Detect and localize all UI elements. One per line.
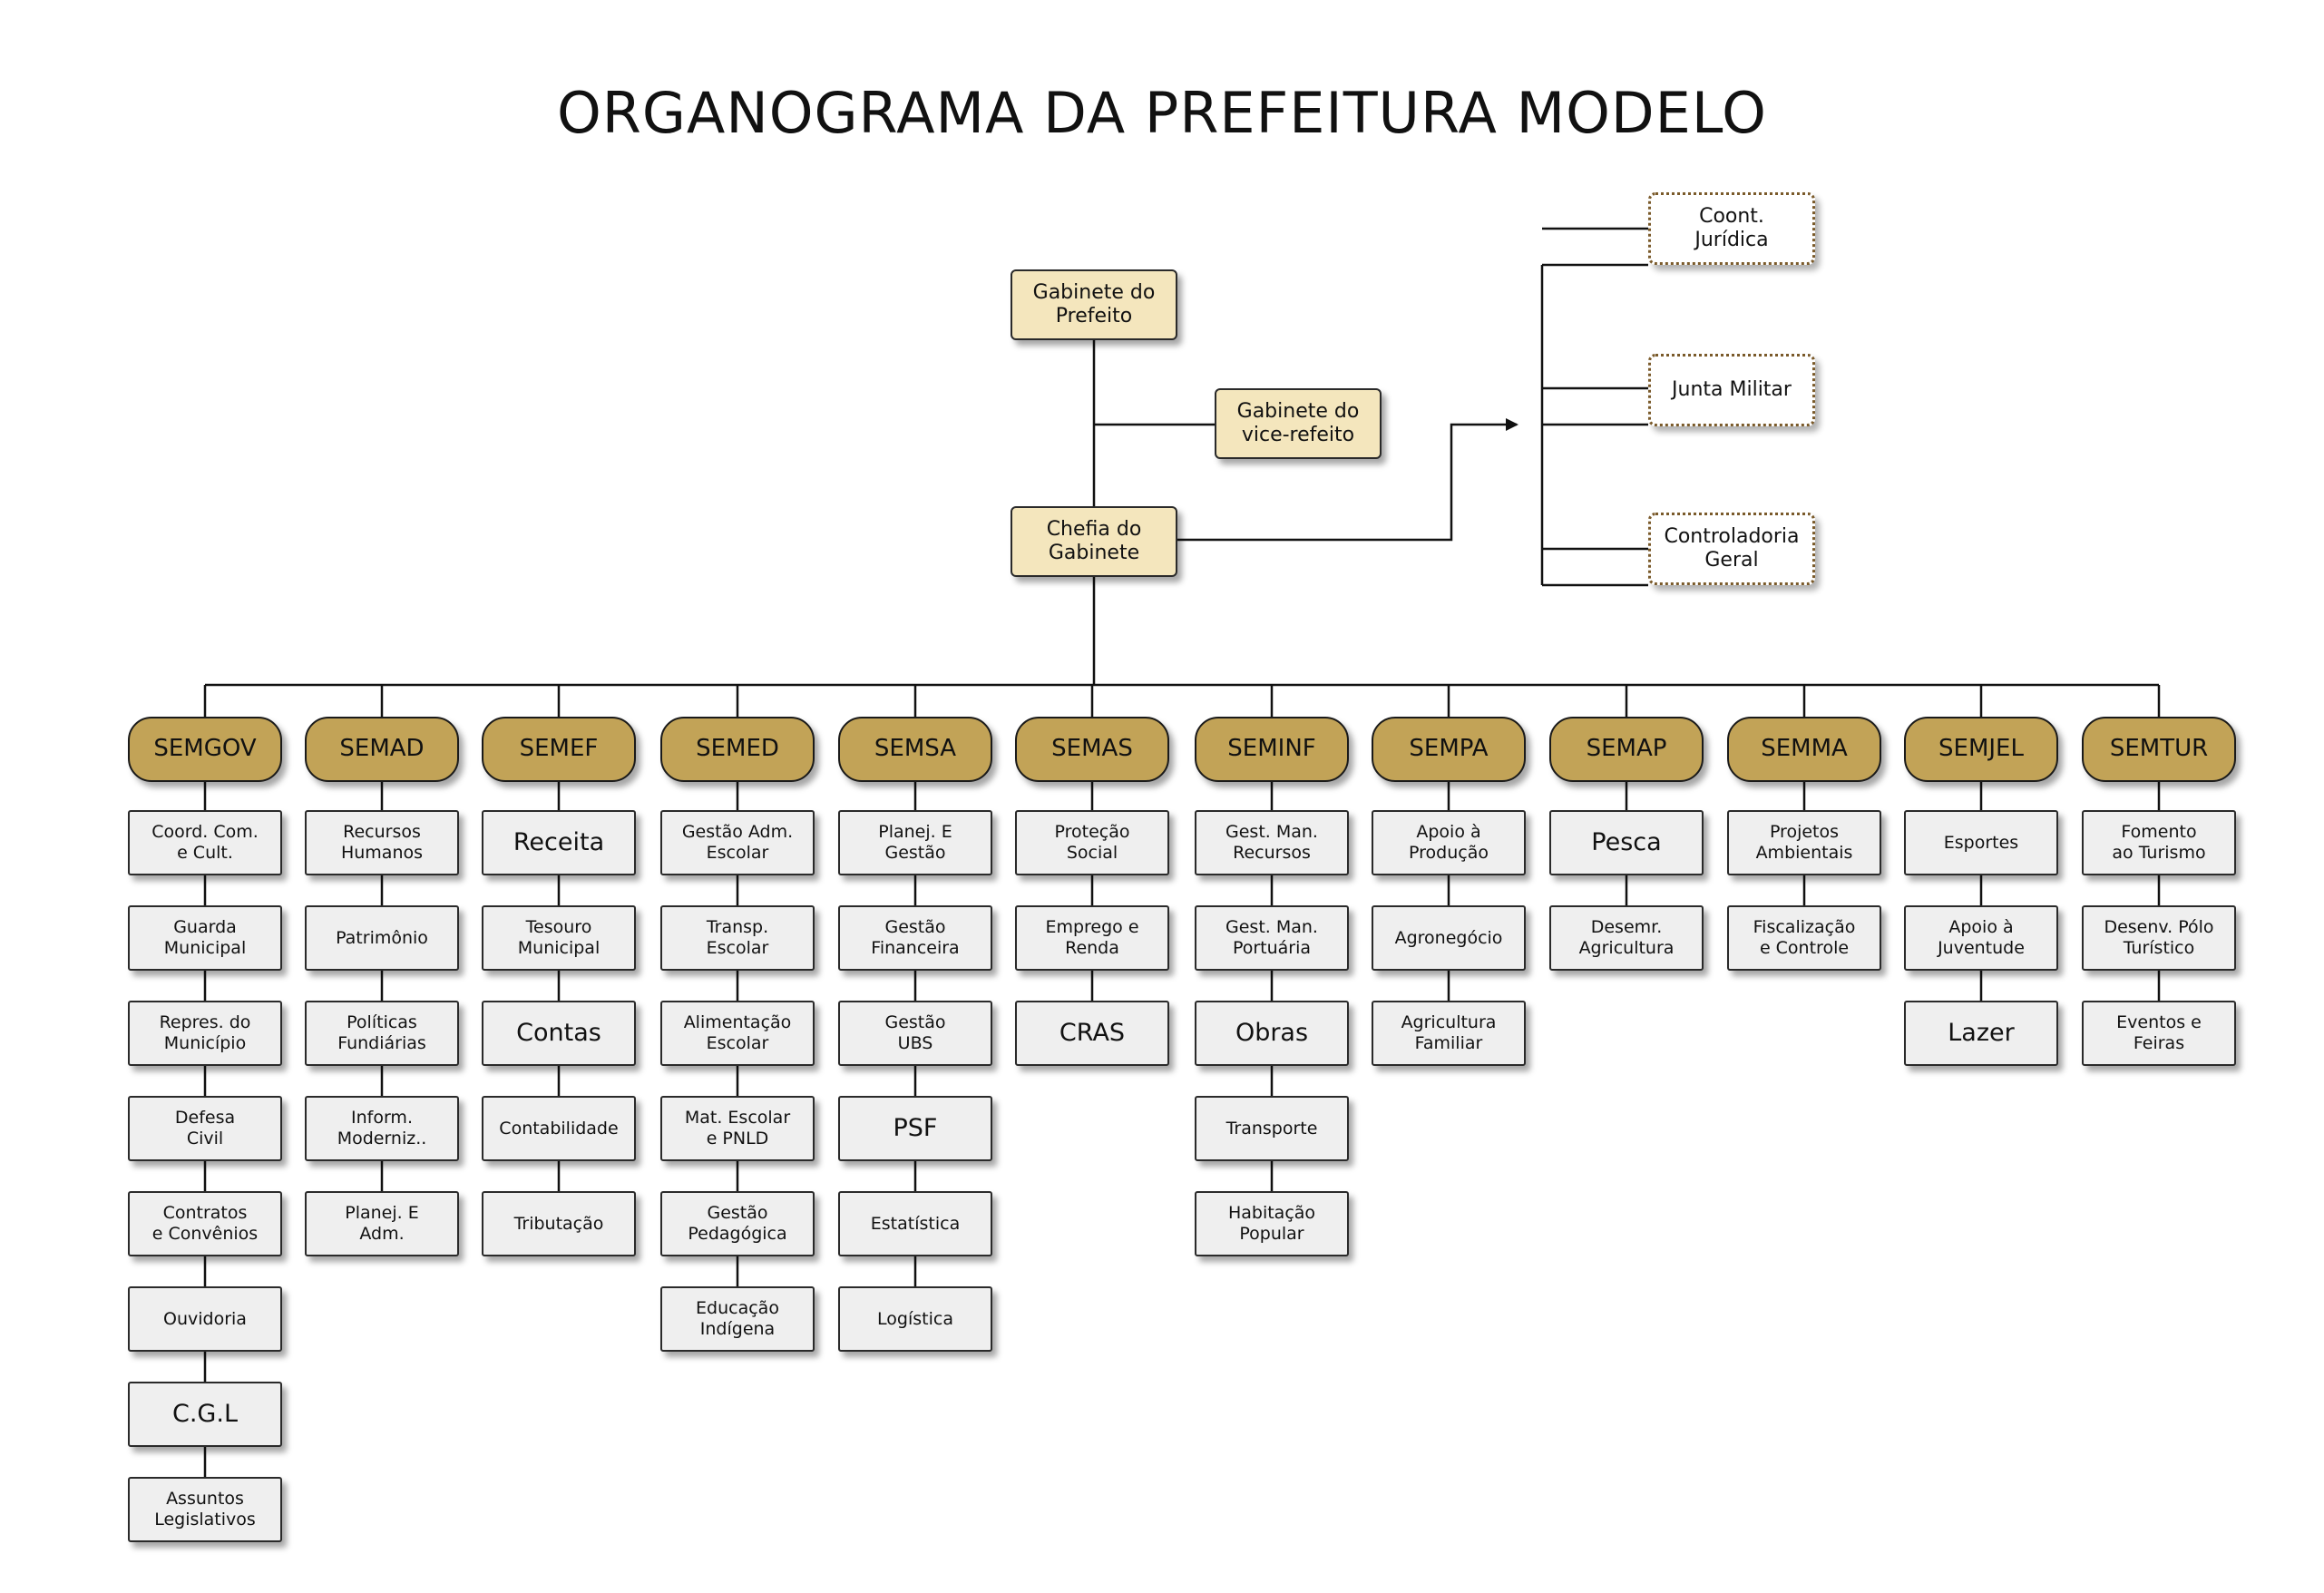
gabinete-vice-box: Gabinete do vice-refeito <box>1215 388 1382 459</box>
secretariat-semgov: SEMGOV <box>128 717 282 782</box>
unit-semas-cras: CRAS <box>1015 1001 1169 1066</box>
unit-seminf-habitacao-popular: Habitação Popular <box>1195 1191 1349 1256</box>
unit-sempa-agronegocio: Agronegócio <box>1372 905 1526 971</box>
secretariat-semma: SEMMA <box>1727 717 1881 782</box>
unit-semed-mat-escolar-e-pnld: Mat. Escolar e PNLD <box>660 1096 815 1161</box>
unit-semtur-fomento-ao-turismo: Fomento ao Turismo <box>2082 810 2236 875</box>
secretariat-semas: SEMAS <box>1015 717 1169 782</box>
unit-semap-pesca: Pesca <box>1549 810 1704 875</box>
secretariat-semsa: SEMSA <box>838 717 992 782</box>
unit-semgov-contratos-e-convenios: Contratos e Convênios <box>128 1191 282 1256</box>
unit-semad-politicas-fundiarias: Políticas Fundiárias <box>305 1001 459 1066</box>
chefia-gabinete-box: Chefia do Gabinete <box>1011 506 1177 577</box>
secretariat-sempa: SEMPA <box>1372 717 1526 782</box>
unit-semed-gestao-pedagogica: Gestão Pedagógica <box>660 1191 815 1256</box>
advisory-arrow <box>1177 418 1518 542</box>
unit-semsa-psf: PSF <box>838 1096 992 1161</box>
unit-seminf-obras: Obras <box>1195 1001 1349 1066</box>
page-title: ORGANOGRAMA DA PREFEITURA MODELO <box>557 80 1767 146</box>
advisory-box-coont-juridica: Coont. Jurídica <box>1648 192 1815 265</box>
unit-semad-planej-e-adm: Planej. E Adm. <box>305 1191 459 1256</box>
secretariat-semad: SEMAD <box>305 717 459 782</box>
unit-semsa-logistica: Logística <box>838 1286 992 1352</box>
advisory-box-controladoria-geral: Controladoria Geral <box>1648 513 1815 585</box>
gabinete-prefeito-box: Gabinete do Prefeito <box>1011 269 1177 340</box>
unit-semed-educacao-indigena: Educação Indígena <box>660 1286 815 1352</box>
unit-semgov-ouvidoria: Ouvidoria <box>128 1286 282 1352</box>
unit-semed-transp-escolar: Transp. Escolar <box>660 905 815 971</box>
unit-semed-alimentacao-escolar: Alimentação Escolar <box>660 1001 815 1066</box>
unit-semap-desemr-agricultura: Desemr. Agricultura <box>1549 905 1704 971</box>
unit-semef-contabilidade: Contabilidade <box>482 1096 636 1161</box>
unit-semef-receita: Receita <box>482 810 636 875</box>
unit-semad-inform-moderniz: Inform. Moderniz.. <box>305 1096 459 1161</box>
unit-semjel-lazer: Lazer <box>1904 1001 2058 1066</box>
secretariat-semap: SEMAP <box>1549 717 1704 782</box>
unit-seminf-gest-man-portuaria: Gest. Man. Portuária <box>1195 905 1349 971</box>
unit-semjel-esportes: Esportes <box>1904 810 2058 875</box>
unit-semgov-assuntos-legislativos: Assuntos Legislativos <box>128 1477 282 1542</box>
unit-sempa-agricultura-familiar: Agricultura Familiar <box>1372 1001 1526 1066</box>
unit-semtur-desenv-polo-turistico: Desenv. Pólo Turístico <box>2082 905 2236 971</box>
unit-semgov-repres-do-municipio: Repres. do Município <box>128 1001 282 1066</box>
advisory-box-junta-militar: Junta Militar <box>1648 354 1815 426</box>
unit-semas-emprego-e-renda: Emprego e Renda <box>1015 905 1169 971</box>
unit-semad-recursos-humanos: Recursos Humanos <box>305 810 459 875</box>
unit-sempa-apoio-a-producao: Apoio à Produção <box>1372 810 1526 875</box>
unit-semsa-estatistica: Estatística <box>838 1191 992 1256</box>
unit-semef-contas: Contas <box>482 1001 636 1066</box>
unit-semef-tesouro-municipal: Tesouro Municipal <box>482 905 636 971</box>
unit-seminf-transporte: Transporte <box>1195 1096 1349 1161</box>
unit-semtur-eventos-e-feiras: Eventos e Feiras <box>2082 1001 2236 1066</box>
unit-semma-projetos-ambientais: Projetos Ambientais <box>1727 810 1881 875</box>
unit-seminf-gest-man-recursos: Gest. Man. Recursos <box>1195 810 1349 875</box>
secretariat-semef: SEMEF <box>482 717 636 782</box>
unit-semma-fiscalizacao-e-controle: Fiscalização e Controle <box>1727 905 1881 971</box>
secretariat-seminf: SEMINF <box>1195 717 1349 782</box>
secretariat-semtur: SEMTUR <box>2082 717 2236 782</box>
unit-semgov-guarda-municipal: Guarda Municipal <box>128 905 282 971</box>
unit-semgov-defesa-civil: Defesa Civil <box>128 1096 282 1161</box>
unit-semef-tributacao: Tributação <box>482 1191 636 1256</box>
unit-semsa-planej-e-gestao: Planej. E Gestão <box>838 810 992 875</box>
unit-semsa-gestao-financeira: Gestão Financeira <box>838 905 992 971</box>
unit-semas-protecao-social: Proteção Social <box>1015 810 1169 875</box>
secretariat-semed: SEMED <box>660 717 815 782</box>
unit-semed-gestao-adm-escolar: Gestão Adm. Escolar <box>660 810 815 875</box>
unit-semad-patrimonio: Patrimônio <box>305 905 459 971</box>
unit-semgov-coord-com-e-cult: Coord. Com. e Cult. <box>128 810 282 875</box>
unit-semgov-c-g-l: C.G.L <box>128 1382 282 1447</box>
secretariat-semjel: SEMJEL <box>1904 717 2058 782</box>
unit-semsa-gestao-ubs: Gestão UBS <box>838 1001 992 1066</box>
unit-semjel-apoio-a-juventude: Apoio à Juventude <box>1904 905 2058 971</box>
